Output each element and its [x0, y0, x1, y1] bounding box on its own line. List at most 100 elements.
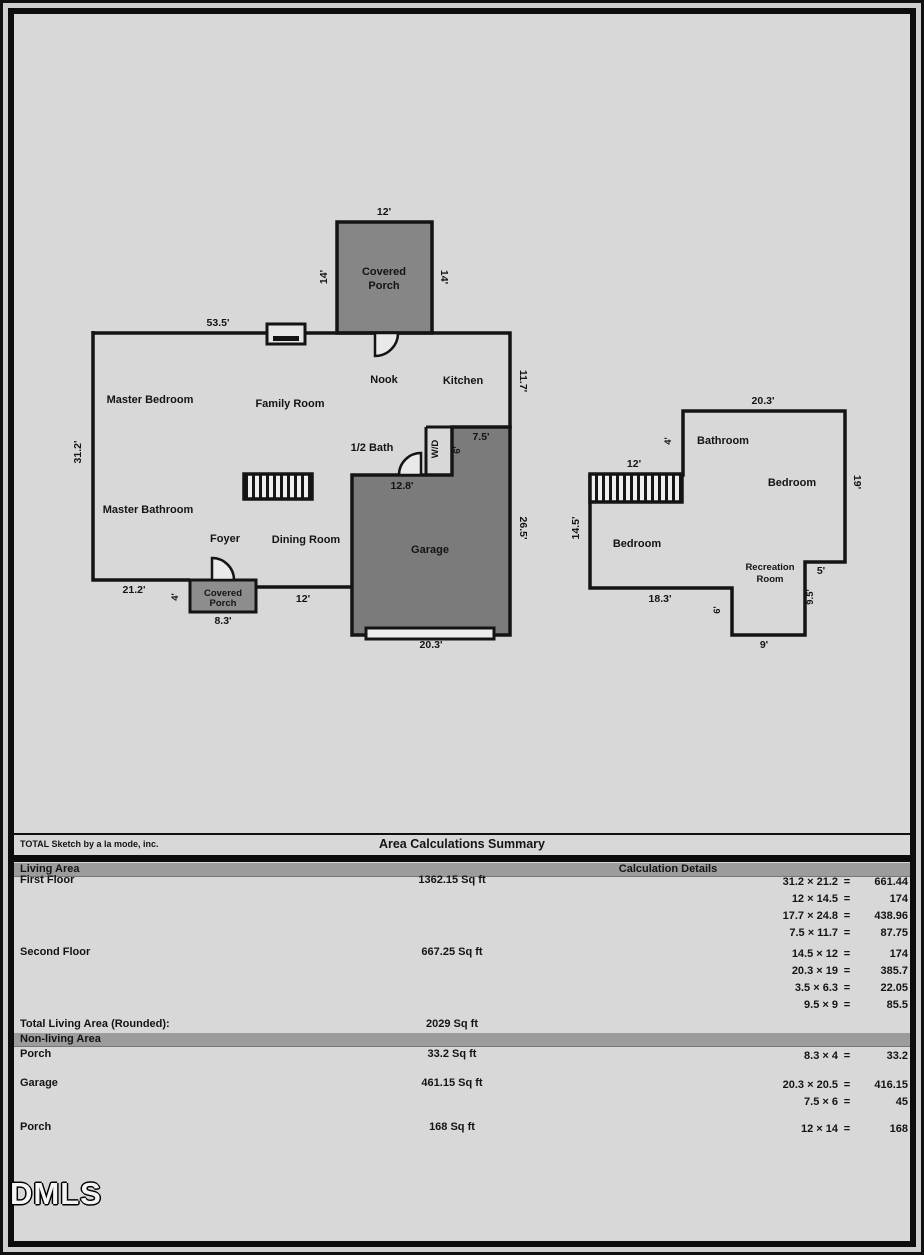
row-calc-details: 12 × 14 = 168 [756, 1121, 908, 1138]
equals-sign: = [843, 927, 851, 939]
calc-expr: 7.5 × 11.7 [789, 927, 838, 939]
floorplan-sketch: Master Bedroom Family Room Nook Kitchen … [72, 206, 863, 651]
calc-expr: 3.5 × 6.3 [794, 982, 838, 994]
room-label-bedroom-left: Bedroom [613, 538, 662, 550]
calc-result: 438.96 [874, 910, 908, 922]
row-area-value: 1362.15 Sq ft [418, 874, 486, 886]
nonliving-area-header-row: Non-living Area [14, 1033, 910, 1047]
door-arc-garage-icon [397, 451, 423, 477]
calc-expr: 20.3 × 19 [791, 965, 838, 977]
dim-top-wall: 53.5' [207, 317, 230, 329]
row-label: Porch [20, 1121, 52, 1133]
dim-sf-stairs: 12' [627, 458, 641, 470]
calculation-details-header: Calculation Details [618, 863, 718, 875]
wd-nook-walls [424, 425, 452, 475]
dim-sf-right: 19' [851, 475, 863, 489]
row-label: First Floor [20, 874, 75, 886]
calc-expr: 9.5 × 9 [804, 999, 838, 1011]
dim-porch2-width: 8.3' [214, 615, 231, 627]
equals-sign: = [843, 1123, 851, 1135]
living-area-header: Living Area [20, 863, 80, 875]
divider-bar [14, 855, 910, 862]
room-label-garage: Garage [411, 544, 449, 556]
calc-expr: 31.2 × 21.2 [782, 876, 838, 888]
dim-bottom-mid: 12' [296, 593, 310, 605]
vendor-credit: TOTAL Sketch by a la mode, inc. [20, 839, 159, 849]
dim-right-upper: 11.7' [517, 370, 529, 392]
door-arc-nook-icon [373, 331, 400, 358]
area-calculations-summary: TOTAL Sketch by a la mode, inc. Area Cal… [14, 833, 910, 1195]
dim-porch2-height: 4' [170, 593, 181, 601]
calc-result: 168 [889, 1123, 908, 1135]
stairs-first-floor-icon [242, 472, 314, 501]
dim-sf-notch-right: 9.5' [805, 589, 816, 604]
calc-result: 45 [895, 1096, 908, 1108]
equals-sign: = [843, 910, 851, 922]
calc-expr: 12 × 14 [800, 1123, 838, 1135]
total-value: 2029 Sq ft [426, 1018, 478, 1030]
garage-shape [350, 425, 512, 637]
row-area-value: 461.15 Sq ft [421, 1077, 483, 1089]
door-arc-foyer-icon [210, 556, 236, 582]
dim-garage-notch-w: 7.5' [472, 431, 489, 443]
calc-expr: 12 × 14.5 [791, 893, 838, 905]
first-floor-top-right-wall [93, 331, 512, 429]
dim-garage-right: 26.5' [517, 517, 529, 540]
equals-sign: = [843, 893, 851, 905]
room-label-nook: Nook [370, 374, 398, 386]
calc-result: 174 [889, 948, 908, 960]
equals-sign: = [843, 1096, 851, 1108]
room-label-master-bathroom: Master Bathroom [103, 504, 194, 516]
room-label-covered-porch-top2: Porch [368, 280, 399, 292]
dim-sf-step: 4' [663, 437, 674, 445]
dim-garage-bottom: 20.3' [420, 639, 443, 651]
row-label: Porch [20, 1048, 52, 1060]
dim-porch-width: 12' [377, 206, 391, 218]
calc-expr: 20.3 × 20.5 [782, 1079, 838, 1091]
calc-result: 85.5 [886, 999, 908, 1011]
total-label: Total Living Area (Rounded): [20, 1018, 170, 1030]
dmls-watermark: DMLS [10, 1176, 102, 1211]
row-area-value: 667.25 Sq ft [421, 946, 483, 958]
room-label-master-bedroom: Master Bedroom [107, 394, 194, 406]
dim-porch-right: 14' [438, 270, 450, 284]
equals-sign: = [843, 1079, 851, 1091]
room-label-family-room: Family Room [255, 398, 324, 410]
room-label-recreation-room2: Room [757, 574, 784, 585]
equals-sign: = [843, 999, 851, 1011]
calc-result: 661.44 [874, 876, 908, 888]
room-label-wd: W/D [430, 440, 441, 459]
row-area-value: 33.2 Sq ft [427, 1048, 477, 1060]
calc-result: 385.7 [880, 965, 908, 977]
dim-porch-left: 14' [318, 270, 330, 284]
calc-result: 22.05 [880, 982, 908, 994]
summary-title: Area Calculations Summary [378, 837, 546, 851]
room-label-covered-porch-bottom2: Porch [210, 598, 237, 609]
room-label-foyer: Foyer [210, 533, 241, 545]
garage-door-icon [364, 626, 496, 641]
stairs-second-floor-icon [588, 472, 684, 504]
room-label-bathroom: Bathroom [697, 435, 749, 447]
calc-expr: 17.7 × 24.8 [782, 910, 838, 922]
living-area-header-row: Living Area Calculation Details [14, 863, 910, 877]
nonliving-area-header: Non-living Area [20, 1033, 101, 1045]
row-area-value: 168 Sq ft [429, 1121, 475, 1133]
first-floor-left-wall [91, 331, 190, 582]
dim-bottom-left: 21.2' [123, 584, 146, 596]
row-label: Garage [20, 1077, 58, 1089]
equals-sign: = [843, 982, 851, 994]
row-calc-details: 20.3 × 20.5=416.15 7.5 × 6=45 [756, 1077, 908, 1111]
calc-expr: 14.5 × 12 [791, 948, 838, 960]
equals-sign: = [843, 965, 851, 977]
room-label-recreation-room: Recreation [745, 562, 794, 573]
equals-sign: = [843, 1050, 851, 1062]
dim-garage-notch-h: 6' [452, 446, 463, 454]
dim-sf-left: 14.5' [570, 517, 582, 540]
dim-sf-bottom-left: 18.3' [649, 593, 672, 605]
dim-garage-top: 12.8' [391, 480, 414, 492]
room-label-covered-porch-bottom: Covered [204, 588, 242, 599]
row-calc-details: 8.3 × 4=33.2 [756, 1048, 908, 1065]
calc-expr: 8.3 × 4 [804, 1050, 838, 1062]
room-label-kitchen: Kitchen [443, 375, 484, 387]
